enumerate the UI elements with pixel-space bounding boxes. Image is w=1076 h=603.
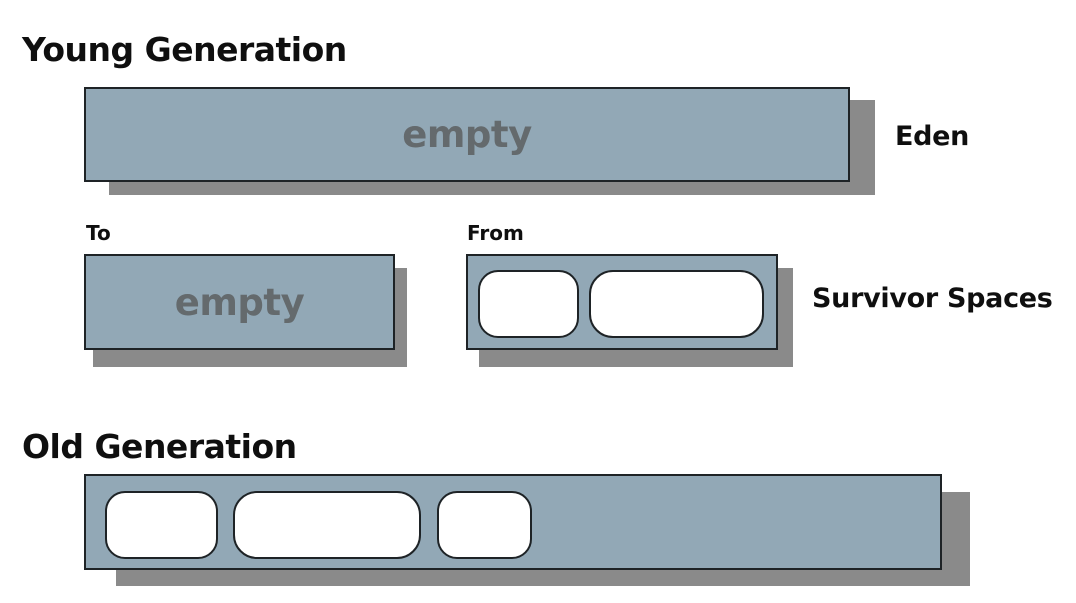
survivor-spaces-label: Survivor Spaces — [812, 283, 1053, 314]
tenured-object — [437, 491, 532, 559]
old-generation-title: Old Generation — [22, 427, 297, 466]
young-generation-title: Young Generation — [22, 30, 347, 69]
live-object — [589, 270, 764, 338]
tenured-object — [233, 491, 421, 559]
to-label: To — [86, 221, 111, 245]
tenured-object — [105, 491, 218, 559]
to-space-empty-label: empty — [174, 280, 305, 324]
from-survivor-space — [466, 254, 778, 350]
old-generation-space — [84, 474, 942, 570]
eden-space: empty — [84, 87, 850, 182]
live-object — [478, 270, 579, 338]
eden-label: Eden — [895, 121, 970, 152]
to-survivor-space: empty — [84, 254, 395, 350]
eden-empty-label: empty — [402, 113, 532, 156]
from-label: From — [467, 221, 524, 245]
